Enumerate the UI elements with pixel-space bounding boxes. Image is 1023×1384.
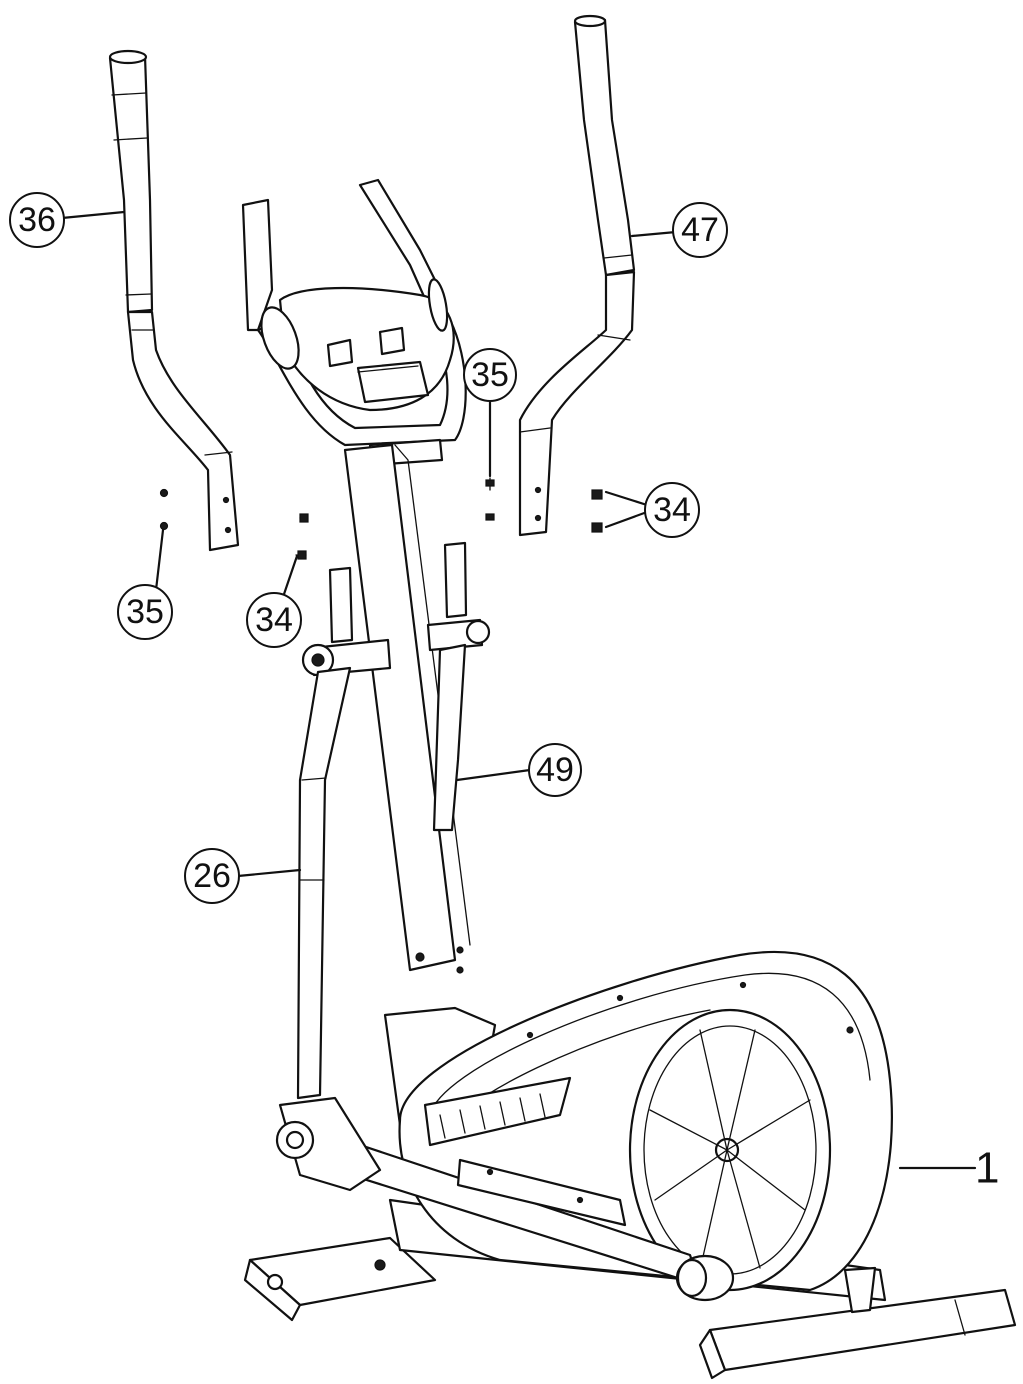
callout-34-left-label: 34 [255,601,293,639]
leader-lines [60,210,977,1170]
callout-47-label: 47 [681,211,719,249]
small-hardware-parts [159,477,603,560]
callout-49-label: 49 [536,751,574,789]
callout-34-right-label: 34 [653,491,691,529]
callout-36-label: 36 [18,201,56,239]
callout-35-upper-label: 35 [471,356,509,394]
callout-35-upper: 35 [463,348,517,402]
main-frame-part [243,950,1017,1380]
callout-49: 49 [528,743,582,797]
callout-34-left: 34 [246,592,302,648]
callout-35-lower: 35 [117,584,173,640]
left-upper-handlebar-part [108,49,240,552]
lower-swing-arms [296,541,491,1100]
right-upper-handlebar-part [518,14,636,537]
callout-26: 26 [184,848,240,904]
callout-34-right: 34 [644,482,700,538]
callout-47: 47 [672,202,728,258]
callout-26-label: 26 [193,857,231,895]
callout-35-lower-label: 35 [126,593,164,631]
part-1-label: 1 [975,1144,999,1193]
callout-36: 36 [9,192,65,248]
console-handlebar-assembly [241,178,467,467]
